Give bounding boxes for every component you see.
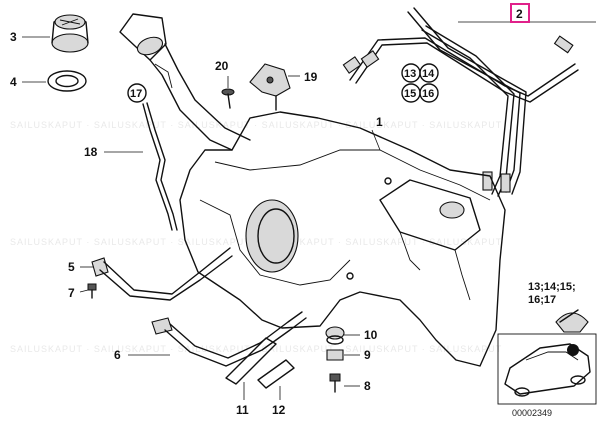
tank-strap-part[interactable] xyxy=(91,247,233,301)
nut-part[interactable] xyxy=(326,349,344,361)
callout-19: 19 xyxy=(304,70,318,84)
callout-9: 9 xyxy=(364,348,371,362)
callout-1: 1 xyxy=(376,115,383,129)
strap-bolt-part[interactable] xyxy=(87,283,97,299)
callout-8: 8 xyxy=(364,379,371,393)
clip-detail-inset: 13;14;15; 16;17 xyxy=(528,281,589,333)
bolt-part[interactable] xyxy=(329,373,341,393)
gasket-ring-part[interactable] xyxy=(47,70,87,92)
callout-11: 11 xyxy=(236,403,249,417)
callout-17-circle: 17 xyxy=(127,83,147,103)
pad-part-12[interactable] xyxy=(257,359,295,389)
inset-label-line1: 13;14;15; xyxy=(528,281,576,293)
svg-text:SAILUSKAPUT · SAILUSKAPUT · SA: SAILUSKAPUT · SAILUSKAPUT · SAILUSKAPUT … xyxy=(10,120,502,130)
callout-5: 5 xyxy=(68,260,75,274)
callout-6: 6 xyxy=(114,348,121,362)
fuel-lines-part[interactable] xyxy=(342,7,579,197)
car-location-inset xyxy=(497,333,597,405)
callout-14: 14 xyxy=(422,68,435,80)
callout-16: 16 xyxy=(422,88,434,100)
callout-18: 18 xyxy=(84,145,98,159)
leader-lines xyxy=(22,21,596,400)
fuel-cap-part[interactable] xyxy=(51,14,89,53)
inset-label-line2: 16;17 xyxy=(528,294,556,306)
circled-callout-group: 13 14 15 16 xyxy=(401,63,439,103)
fuel-tank-body[interactable] xyxy=(119,13,506,367)
callout-3: 3 xyxy=(10,30,17,44)
callout-20: 20 xyxy=(215,59,229,73)
callout-12: 12 xyxy=(272,403,286,417)
grommet-part[interactable] xyxy=(325,326,345,345)
callout-4: 4 xyxy=(10,75,17,89)
mounting-bracket-part[interactable] xyxy=(249,63,291,111)
screw-part[interactable] xyxy=(221,88,235,109)
callout-15: 15 xyxy=(404,88,416,100)
callout-7: 7 xyxy=(68,286,75,300)
pad-part-11[interactable] xyxy=(225,337,277,385)
callout-2: 2 xyxy=(516,7,523,21)
diagram-number: 00002349 xyxy=(512,408,552,418)
callout-10: 10 xyxy=(364,328,378,342)
callout-2-highlight[interactable]: 2 xyxy=(510,3,530,23)
vent-hose-part[interactable] xyxy=(142,102,178,231)
callout-17: 17 xyxy=(130,88,142,100)
tank-strap-lower-part[interactable] xyxy=(151,311,307,367)
callout-13: 13 xyxy=(404,68,416,80)
